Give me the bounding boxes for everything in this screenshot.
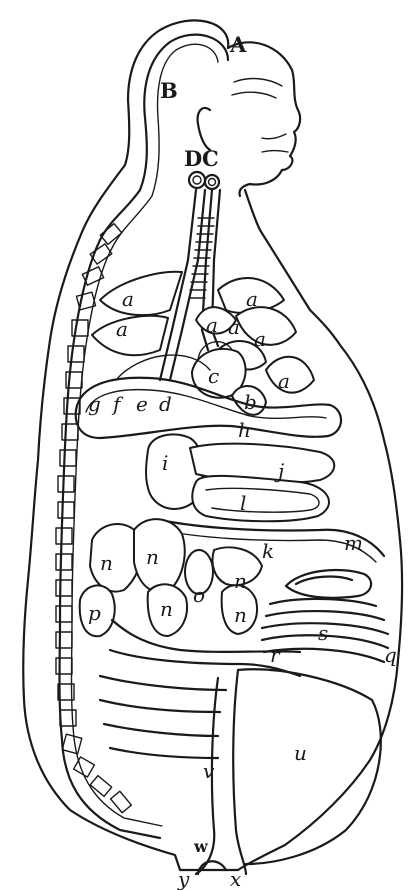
- label-r: r: [270, 643, 281, 667]
- label-k: k: [262, 539, 274, 563]
- label-a-6: a: [228, 315, 240, 339]
- label-a-2: a: [116, 317, 128, 341]
- coiled-intestines: [262, 570, 388, 662]
- lung-lobe-left-1: [100, 272, 182, 315]
- label-C: C: [202, 146, 219, 171]
- nose-line: [262, 134, 286, 139]
- label-a-1: a: [122, 287, 134, 311]
- liver-lobe-n2: [134, 519, 185, 592]
- label-f: f: [111, 392, 124, 416]
- label-n-4: n: [160, 597, 173, 621]
- label-a-3: a: [246, 287, 258, 311]
- label-d: d: [159, 392, 172, 416]
- label-q: q: [384, 643, 397, 667]
- label-o: o: [193, 583, 205, 607]
- label-v: v: [203, 759, 215, 783]
- rectum-v-right: [233, 670, 246, 874]
- lower-loops-4: [104, 724, 218, 736]
- head-profile: [228, 42, 300, 196]
- eye-line: [232, 92, 276, 98]
- label-A: A: [229, 32, 247, 57]
- label-l: l: [240, 491, 246, 515]
- label-u: u: [294, 741, 307, 765]
- label-B: B: [160, 78, 178, 103]
- label-n-5: n: [234, 603, 247, 627]
- organ-l: [192, 476, 329, 521]
- label-n-2: n: [146, 545, 159, 569]
- label-h: h: [238, 418, 251, 442]
- ear: [198, 108, 210, 150]
- lower-loops-5: [110, 748, 218, 758]
- label-c: c: [208, 364, 219, 388]
- label-s: s: [318, 621, 328, 645]
- label-x: x: [230, 867, 241, 890]
- label-m: m: [344, 531, 363, 555]
- label-n-1: n: [100, 551, 113, 575]
- lung-lobe-left-2: [92, 316, 168, 355]
- ear-canal-d: [189, 172, 205, 188]
- label-y: y: [177, 867, 190, 890]
- label-a-7: a: [278, 369, 290, 393]
- lung-lobe-right-5: [266, 357, 314, 393]
- label-p: p: [88, 601, 101, 625]
- label-D: D: [184, 146, 202, 171]
- ear-canal-d-inner: [193, 176, 201, 184]
- label-a-4: a: [206, 313, 218, 337]
- label-w: w: [193, 837, 209, 856]
- eyebrow-line: [234, 79, 282, 86]
- lung-lobe-right-3: [236, 307, 296, 345]
- mouth-line: [262, 151, 288, 153]
- lower-loops-3: [100, 700, 220, 712]
- label-g: g: [88, 392, 101, 416]
- label-n-3: n: [234, 569, 247, 593]
- label-a-5: a: [254, 327, 266, 351]
- bladder-u: [238, 669, 381, 864]
- label-b: b: [244, 390, 257, 414]
- lower-loops-2: [100, 676, 226, 690]
- label-i: i: [162, 451, 168, 475]
- ear-canal-c-inner: [209, 179, 216, 186]
- label-e: e: [136, 392, 148, 416]
- ear-canal-c: [205, 175, 219, 189]
